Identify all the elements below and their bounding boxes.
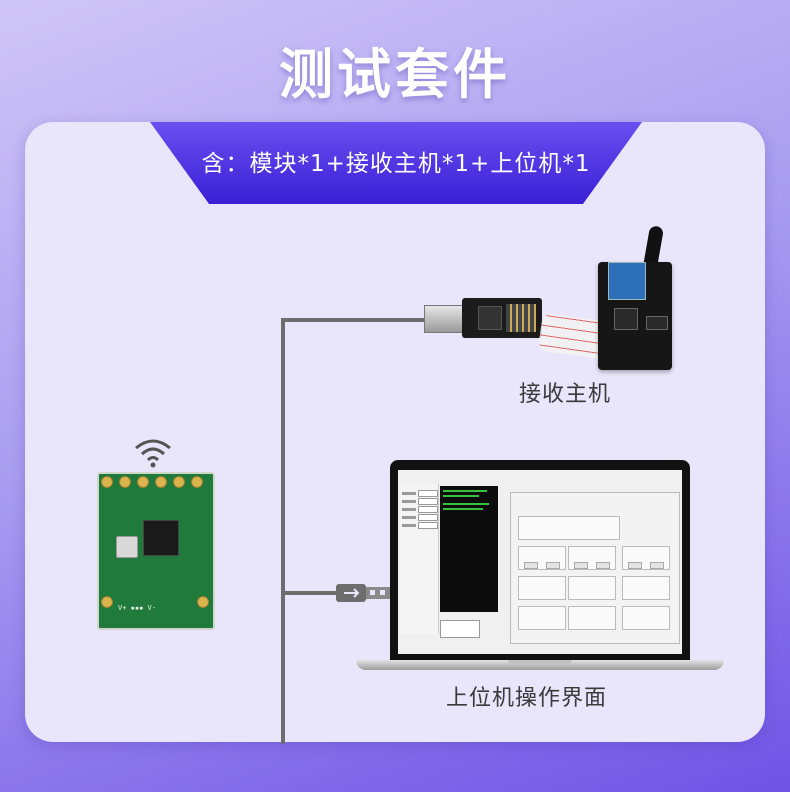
param-button: [628, 562, 642, 569]
module-pad: [137, 476, 149, 488]
setting-label: [402, 492, 416, 495]
usb-adapter-chip: [478, 306, 502, 330]
send-input: [440, 620, 480, 638]
module-pad: [197, 596, 209, 608]
setting-field: [418, 498, 438, 505]
param-button: [524, 562, 538, 569]
wire-vertical: [281, 318, 285, 744]
module-pad: [191, 476, 203, 488]
usb-icon: [336, 584, 390, 602]
module-pad: [173, 476, 185, 488]
usb-plug-metal: [424, 305, 466, 333]
param-button: [546, 562, 560, 569]
receiver-caption: 接收主机: [519, 382, 612, 407]
param-button: [596, 562, 610, 569]
rf-chip: [143, 520, 179, 556]
terminal-line: [443, 503, 489, 505]
wire-to-laptop: [281, 591, 341, 595]
terminal-line: [443, 495, 479, 497]
param-group: [568, 606, 616, 630]
setting-label: [402, 516, 416, 519]
module-pad: [101, 476, 113, 488]
receiver-ic: [646, 316, 668, 330]
wire-to-receiver: [281, 318, 426, 322]
setting-field: [418, 514, 438, 521]
receiver-rf-module: [608, 262, 646, 300]
crystal: [116, 536, 138, 558]
setting-field: [418, 522, 438, 529]
param-group: [568, 576, 616, 600]
param-group: [622, 606, 670, 630]
param-group: [622, 576, 670, 600]
usb-adapter-header: [506, 304, 536, 332]
module-pad: [155, 476, 167, 488]
module-pad: [101, 596, 113, 608]
param-group: [518, 576, 566, 600]
software-caption: 上位机操作界面: [446, 686, 608, 711]
setting-label: [402, 500, 416, 503]
module-silkscreen: V+ ▪▪▪ V-: [118, 604, 156, 612]
setting-label: [402, 508, 416, 511]
param-button: [650, 562, 664, 569]
terminal-line: [443, 508, 483, 510]
module-pad: [119, 476, 131, 488]
laptop-base: [356, 660, 724, 670]
setting-field: [418, 506, 438, 513]
param-button: [574, 562, 588, 569]
wifi-icon: [135, 439, 171, 468]
subtitle-banner: [150, 122, 642, 204]
receiver-chip: [614, 308, 638, 330]
subtitle-text: 含：模块*1+接收主机*1+上位机*1: [201, 151, 591, 177]
terminal-line: [443, 490, 487, 492]
terminal-output: [440, 486, 498, 612]
page-title: 测试套件: [279, 43, 511, 106]
param-group: [518, 606, 566, 630]
laptop-notch: [508, 660, 572, 664]
param-group: [518, 516, 620, 540]
setting-field: [418, 490, 438, 497]
setting-label: [402, 524, 416, 527]
